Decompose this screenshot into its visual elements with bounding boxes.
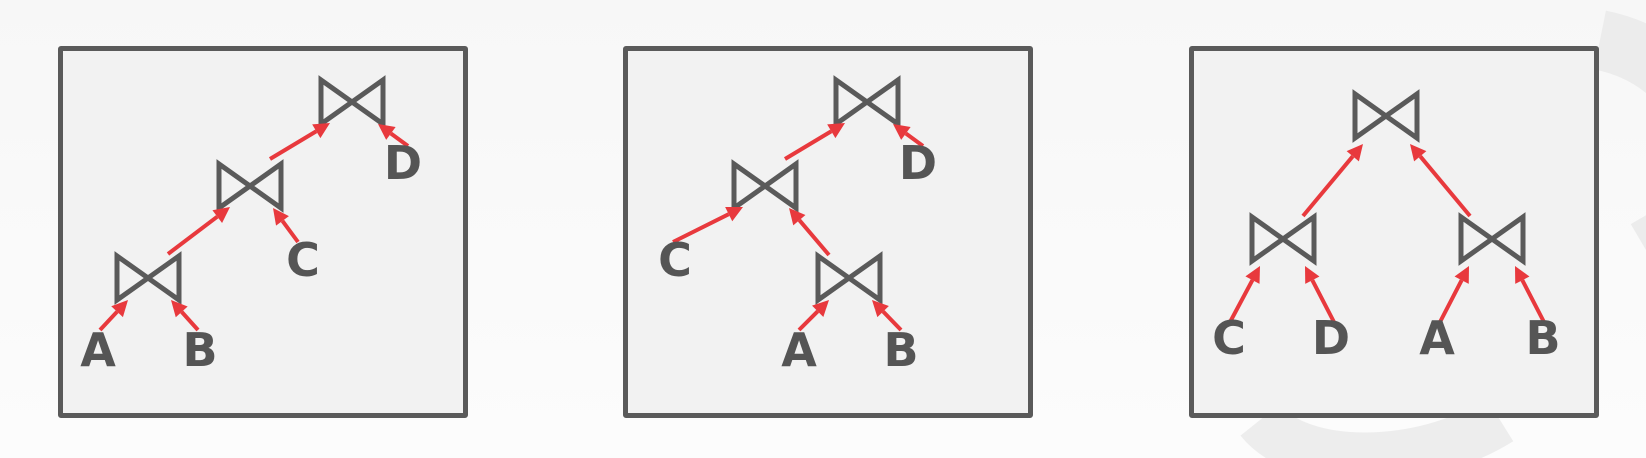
leaf-a-label: A <box>1419 311 1455 365</box>
leaf-b-label: B <box>1525 311 1560 365</box>
join-operator <box>1249 212 1317 266</box>
edge-arrow <box>1301 144 1363 218</box>
leaf-a-label: A <box>80 323 116 377</box>
join-operator <box>1352 89 1420 143</box>
edge-arrow <box>872 300 903 332</box>
edge-arrow <box>1515 266 1547 325</box>
leaf-d-label: D <box>1312 311 1350 365</box>
join-operator <box>815 251 883 305</box>
edge-arrow <box>1410 144 1472 218</box>
edge-arrow <box>378 124 410 148</box>
join-operator <box>216 159 284 213</box>
edge-arrow <box>1437 266 1469 325</box>
leaf-b-label: B <box>182 323 217 377</box>
join-operator <box>833 75 901 129</box>
tree-bushy: C D A B <box>1212 89 1561 365</box>
join-operator <box>731 159 799 213</box>
edge-arrow <box>893 124 925 148</box>
panel-left-deep: A B C D <box>58 46 468 418</box>
join-operator <box>1458 212 1526 266</box>
join-operator <box>114 251 182 305</box>
edge-arrow <box>98 300 128 332</box>
leaf-c-label: C <box>658 233 692 287</box>
edge-arrow <box>166 207 230 256</box>
tree-mixed: C A B D <box>658 75 937 377</box>
panel-bushy: C D A B <box>1189 46 1599 418</box>
leaf-d-label: D <box>384 136 422 190</box>
edge-arrow <box>268 123 330 161</box>
join-operator <box>318 75 386 129</box>
panel-mixed: C A B D <box>623 46 1033 418</box>
edge-arrow <box>273 208 300 244</box>
edge-arrow <box>171 300 200 332</box>
edge-arrow <box>1305 266 1337 325</box>
edge-arrow <box>672 207 743 244</box>
edge-arrow <box>797 300 829 332</box>
leaf-c-label: C <box>1212 311 1246 365</box>
leaf-d-label: D <box>899 136 937 190</box>
edge-arrow <box>789 208 831 257</box>
leaf-c-label: C <box>286 233 320 287</box>
edge-arrow <box>783 123 845 161</box>
leaf-b-label: B <box>883 323 918 377</box>
edge-arrow <box>1227 266 1260 325</box>
tree-left-deep: A B C D <box>80 75 422 377</box>
leaf-a-label: A <box>781 323 817 377</box>
